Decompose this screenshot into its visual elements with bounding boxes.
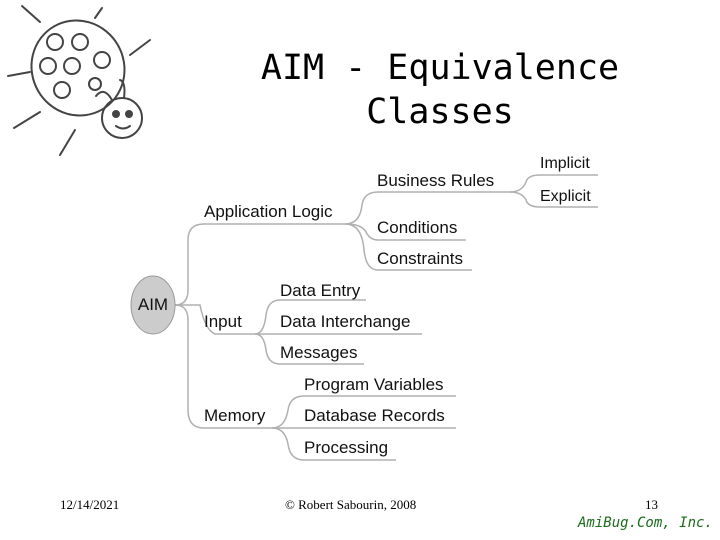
node-memory: Memory [204,406,266,425]
node-explicit: Explicit [540,188,591,205]
footer-date: 12/14/2021 [60,497,120,512]
node-application-logic: Application Logic [204,202,333,221]
ladybug-logo-icon [7,5,151,156]
node-messages: Messages [280,343,357,362]
footer-page-number: 13 [645,497,658,512]
node-data-interchange: Data Interchange [280,312,410,331]
node-processing: Processing [304,438,388,457]
root-label: AIM [138,295,168,314]
node-data-entry: Data Entry [280,281,361,300]
slide-title: AIM - Equivalence Classes [250,46,630,134]
title-line-1: AIM - Equivalence [260,48,620,88]
node-database-records: Database Records [304,406,445,425]
node-business-rules: Business Rules [377,171,494,190]
footer-brand: AmiBug.Com, Inc. [578,515,713,531]
title-line-2: Classes [366,92,514,132]
node-input: Input [204,312,242,331]
node-conditions: Conditions [377,218,457,237]
root-node [130,275,176,335]
footer-copyright: © Robert Sabourin, 2008 [285,497,417,512]
node-implicit: Implicit [540,155,590,172]
node-program-variables: Program Variables [304,375,444,394]
node-constraints: Constraints [377,249,463,268]
